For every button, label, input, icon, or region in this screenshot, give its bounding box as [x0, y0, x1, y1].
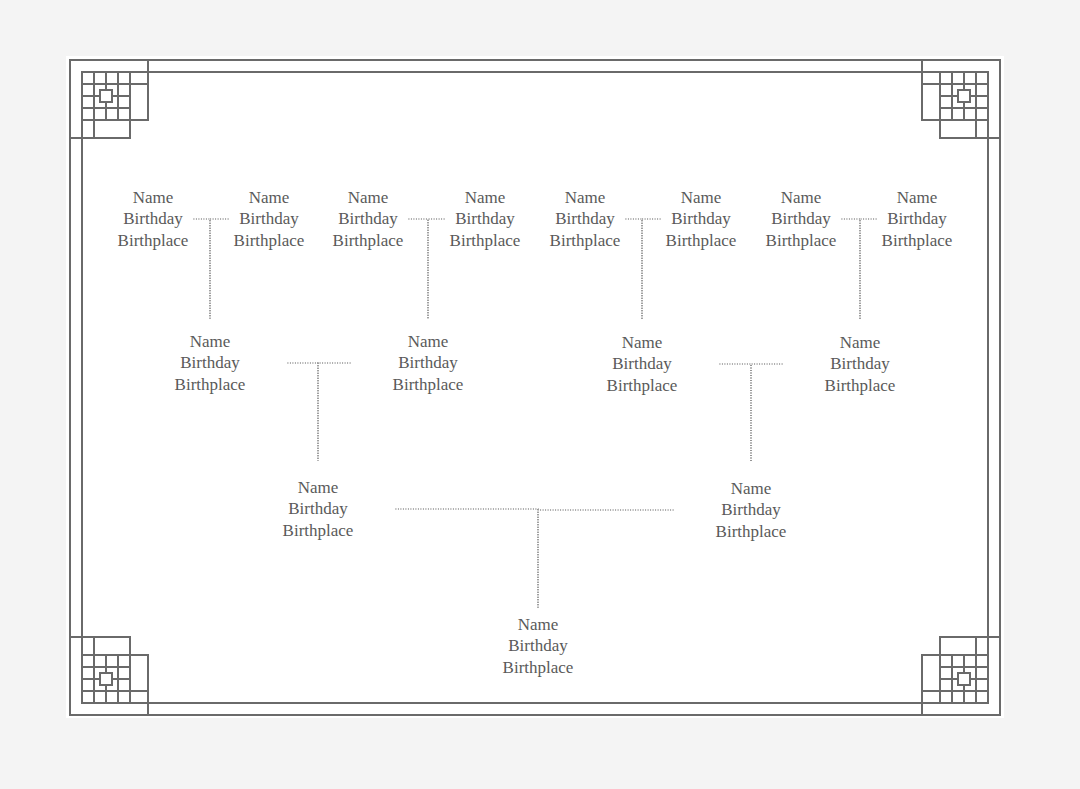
field-text: Birthplace — [333, 230, 404, 252]
field-text: Name — [882, 187, 953, 209]
field-text: Name — [716, 478, 787, 500]
person-box: NameBirthdayBirthplace — [823, 332, 898, 397]
family-connector — [210, 219, 229, 319]
field-text: Birthday — [666, 208, 737, 230]
family-connector — [642, 219, 661, 320]
person-box: NameBirthdayBirthplace — [880, 187, 955, 252]
frame-outer-line — [70, 60, 1000, 715]
field-text: Birthplace — [716, 521, 787, 543]
field-text: Name — [825, 332, 896, 354]
card-ground — [66, 56, 1004, 718]
field-text: Name — [234, 187, 305, 209]
person-box: NameBirthdayBirthplace — [501, 614, 576, 679]
field-text: Birthday — [716, 499, 787, 521]
person-box: NameBirthdayBirthplace — [714, 478, 789, 543]
field-text: Name — [393, 331, 464, 353]
field-text: Birthday — [825, 353, 896, 375]
field-text: Name — [503, 614, 574, 636]
field-text: Birthday — [234, 208, 305, 230]
field-text: Birthplace — [283, 520, 354, 542]
family-connector — [751, 364, 783, 462]
field-text: Birthday — [882, 208, 953, 230]
field-text: Birthday — [393, 352, 464, 374]
field-text: Name — [607, 332, 678, 354]
field-text: Name — [333, 187, 404, 209]
corner-ornament — [922, 60, 1000, 138]
field-text: Birthplace — [234, 230, 305, 252]
family-connector — [428, 219, 445, 319]
family-connector — [408, 219, 428, 319]
person-box: NameBirthdayBirthplace — [548, 187, 623, 252]
field-text: Birthplace — [882, 230, 953, 252]
field-text: Name — [118, 187, 189, 209]
field-text: Birthday — [766, 208, 837, 230]
corner-ornament — [70, 637, 148, 715]
person-box: NameBirthdayBirthplace — [605, 332, 680, 397]
corner-ornament — [922, 637, 1000, 715]
family-connector — [287, 363, 318, 461]
field-text: Birthday — [333, 208, 404, 230]
field-text: Name — [666, 187, 737, 209]
corner-ornament — [70, 60, 148, 138]
field-text: Name — [550, 187, 621, 209]
person-box: NameBirthdayBirthplace — [331, 187, 406, 252]
family-connector — [860, 219, 877, 320]
family-connector — [625, 219, 642, 320]
field-text: Birthday — [550, 208, 621, 230]
field-text: Birthplace — [118, 230, 189, 252]
family-connector — [318, 363, 351, 461]
person-box: NameBirthdayBirthplace — [664, 187, 739, 252]
field-text: Birthplace — [666, 230, 737, 252]
field-text: Birthday — [118, 208, 189, 230]
field-text: Name — [766, 187, 837, 209]
family-connector — [719, 364, 751, 462]
field-text: Birthplace — [393, 374, 464, 396]
family-connector — [538, 510, 674, 608]
field-text: Birthday — [503, 635, 574, 657]
person-box: NameBirthdayBirthplace — [232, 187, 307, 252]
person-box: NameBirthdayBirthplace — [281, 477, 356, 542]
field-text: Birthplace — [550, 230, 621, 252]
family-connector — [841, 219, 860, 320]
field-text: Name — [175, 331, 246, 353]
person-box: NameBirthdayBirthplace — [391, 331, 466, 396]
field-text: Birthday — [175, 352, 246, 374]
family-connector — [193, 219, 210, 319]
frame-inner-line — [82, 72, 988, 703]
field-text: Birthday — [283, 498, 354, 520]
field-text: Birthplace — [450, 230, 521, 252]
person-box: NameBirthdayBirthplace — [764, 187, 839, 252]
field-text: Birthplace — [766, 230, 837, 252]
person-box: NameBirthdayBirthplace — [116, 187, 191, 252]
person-box: NameBirthdayBirthplace — [448, 187, 523, 252]
field-text: Birthday — [607, 353, 678, 375]
field-text: Name — [283, 477, 354, 499]
field-text: Name — [450, 187, 521, 209]
person-box: NameBirthdayBirthplace — [173, 331, 248, 396]
family-connector — [395, 509, 538, 608]
field-text: Birthplace — [503, 657, 574, 679]
field-text: Birthplace — [175, 374, 246, 396]
field-text: Birthday — [450, 208, 521, 230]
field-text: Birthplace — [825, 375, 896, 397]
field-text: Birthplace — [607, 375, 678, 397]
